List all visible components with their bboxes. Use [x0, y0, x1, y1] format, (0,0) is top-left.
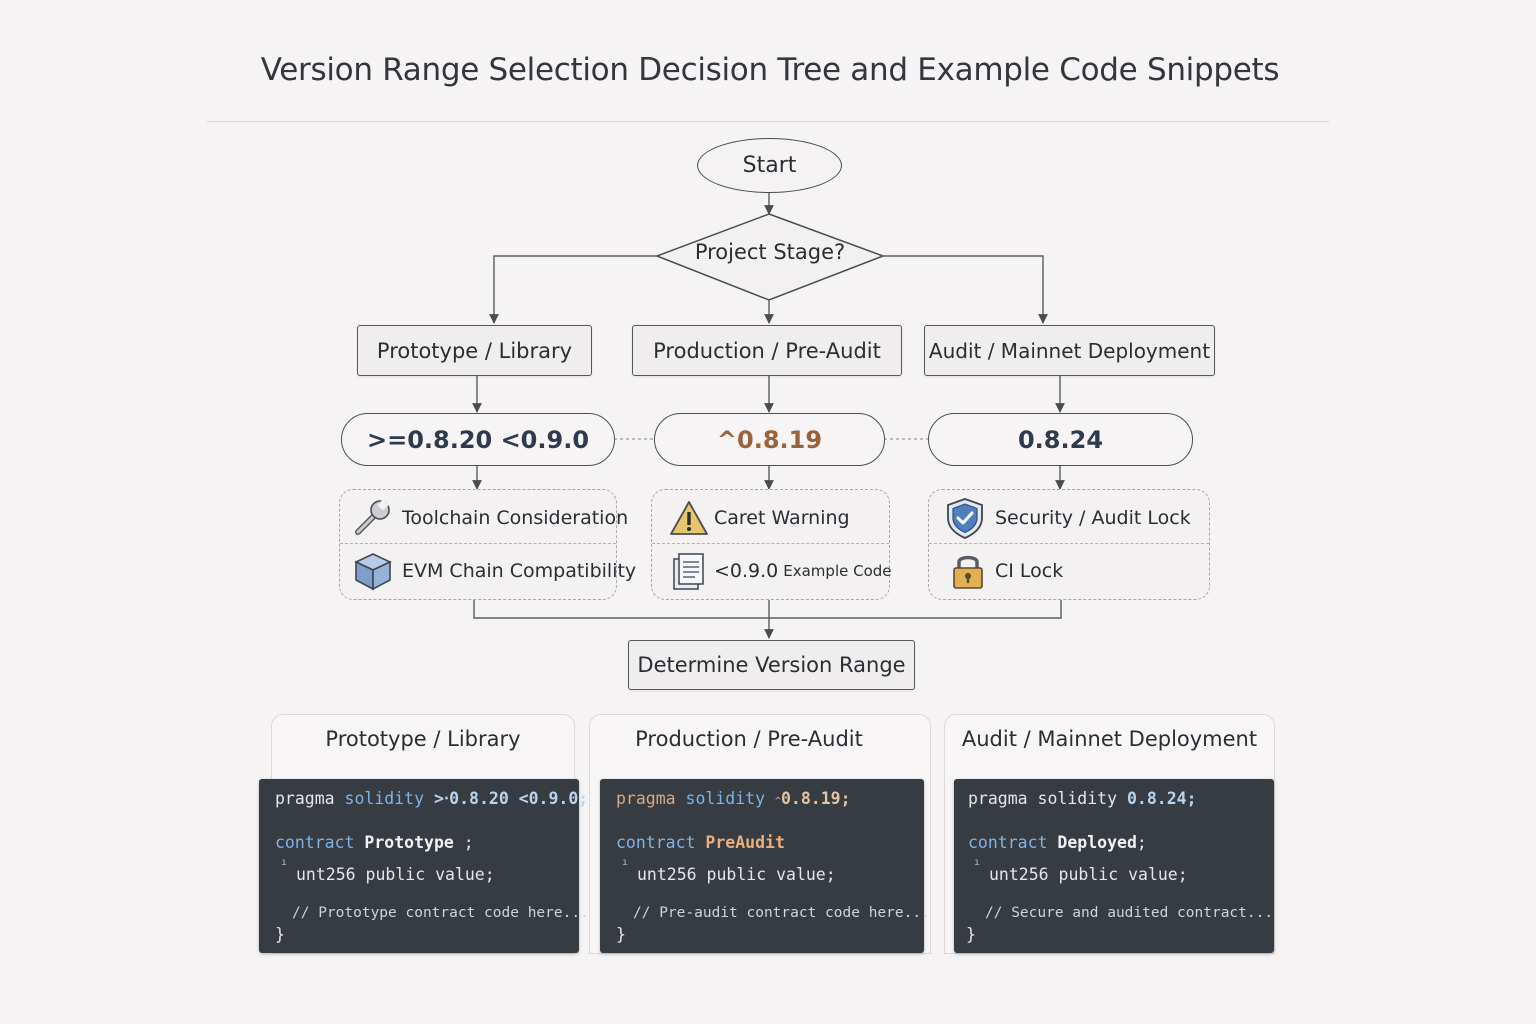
code-brace-open: ı [974, 857, 981, 868]
note-example-code-small: Example Code [783, 561, 892, 580]
note-security: Security / Audit Lock [929, 490, 1209, 545]
notes-audit: Security / Audit Lock CI Lock [928, 489, 1210, 600]
range-audit-label: 0.8.24 [1017, 425, 1104, 454]
note-caret-warning: Caret Warning [652, 490, 889, 545]
note-evm: EVM Chain Compatibility [340, 543, 636, 598]
code-line-body: unt256 public value; [989, 865, 1188, 884]
note-security-label: Security / Audit Lock [995, 506, 1191, 529]
snippet-title-prototype: Prototype / Library [325, 727, 521, 751]
start-node: Start [697, 138, 842, 193]
result-label: Determine Version Range [637, 653, 906, 677]
code-line-body: unt256 public value; [637, 865, 836, 884]
note-example-code-label: <0.9.0 [714, 559, 779, 582]
code-brace-close: } [966, 925, 976, 944]
document-icon [673, 552, 704, 590]
note-toolchain: Toolchain Consideration [340, 490, 628, 545]
code-line-body: unt256 public value; [296, 865, 495, 884]
stage-prototype: Prototype / Library [357, 325, 592, 376]
code-brace-open: ı [622, 857, 629, 868]
stage-production: Production / Pre-Audit [632, 325, 902, 376]
code-brace-close: } [275, 925, 285, 944]
stage-audit: Audit / Mainnet Deployment [924, 325, 1215, 376]
note-separator [340, 543, 616, 544]
code-line-pragma: pragma solidity >‧0.8.20 <0.9.0; [275, 789, 589, 808]
note-toolchain-label: Toolchain Consideration [402, 506, 629, 529]
range-production: ^0.8.19 [654, 413, 885, 466]
code-brace-close: } [616, 925, 626, 944]
code-block-prototype: pragma solidity >‧0.8.20 <0.9.0; contrac… [259, 779, 589, 953]
start-label: Start [742, 153, 797, 178]
code-line-comment: // Pre-audit contract code here... [633, 905, 930, 921]
code-line-comment: // Secure and audited contract... [985, 905, 1274, 921]
edge-merge [473, 600, 1062, 619]
code-line-contract: contract Deployed; [968, 833, 1147, 852]
stage-production-label: Production / Pre-Audit [653, 338, 881, 363]
note-evm-label: EVM Chain Compatibility [402, 559, 637, 582]
notes-prototype: Toolchain Consideration EVM Chain Compat… [339, 489, 636, 600]
note-caret-warning-label: Caret Warning [714, 506, 850, 529]
code-line-pragma: pragma solidity 0.8.24; [968, 789, 1197, 808]
wrench-icon [355, 498, 390, 535]
code-line-contract: contract PreAudit [616, 833, 785, 852]
page-title: Version Range Selection Decision Tree an… [260, 52, 1280, 88]
code-line-comment: // Prototype contract code here... [292, 905, 589, 921]
padlock-icon [953, 555, 983, 589]
note-ci-lock-label: CI Lock [995, 559, 1064, 582]
range-prototype: >=0.8.20 <0.9.0 [341, 413, 615, 466]
result-node: Determine Version Range [628, 640, 915, 690]
range-audit: 0.8.24 [928, 413, 1193, 466]
edge-to-audit [883, 255, 1048, 324]
title-divider [207, 121, 1329, 122]
warning-icon [670, 500, 708, 535]
range-prototype-label: >=0.8.20 <0.9.0 [366, 425, 590, 454]
range-production-label: ^0.8.19 [716, 425, 823, 454]
shield-check-icon [947, 497, 983, 539]
note-separator [652, 543, 889, 544]
code-line-contract: contract Prototype ; [275, 833, 474, 852]
code-brace-open: ı [281, 857, 288, 868]
snippet-title-audit: Audit / Mainnet Deployment [961, 727, 1258, 751]
stage-audit-label: Audit / Mainnet Deployment [928, 338, 1211, 363]
code-block-production: pragma solidity ^0.8.19; contract PreAud… [600, 779, 930, 953]
note-separator [929, 543, 1209, 544]
decision-label: Project Stage? [694, 240, 846, 264]
note-ci-lock: CI Lock [929, 543, 1209, 598]
code-block-audit: pragma solidity 0.8.24; contract Deploye… [954, 779, 1274, 953]
stage-prototype-label: Prototype / Library [376, 338, 573, 363]
code-line-pragma: pragma solidity ^0.8.19; [616, 789, 851, 808]
box-icon [354, 552, 392, 590]
edge-to-prototype [489, 255, 657, 324]
snippet-title-production: Production / Pre-Audit [635, 727, 863, 751]
